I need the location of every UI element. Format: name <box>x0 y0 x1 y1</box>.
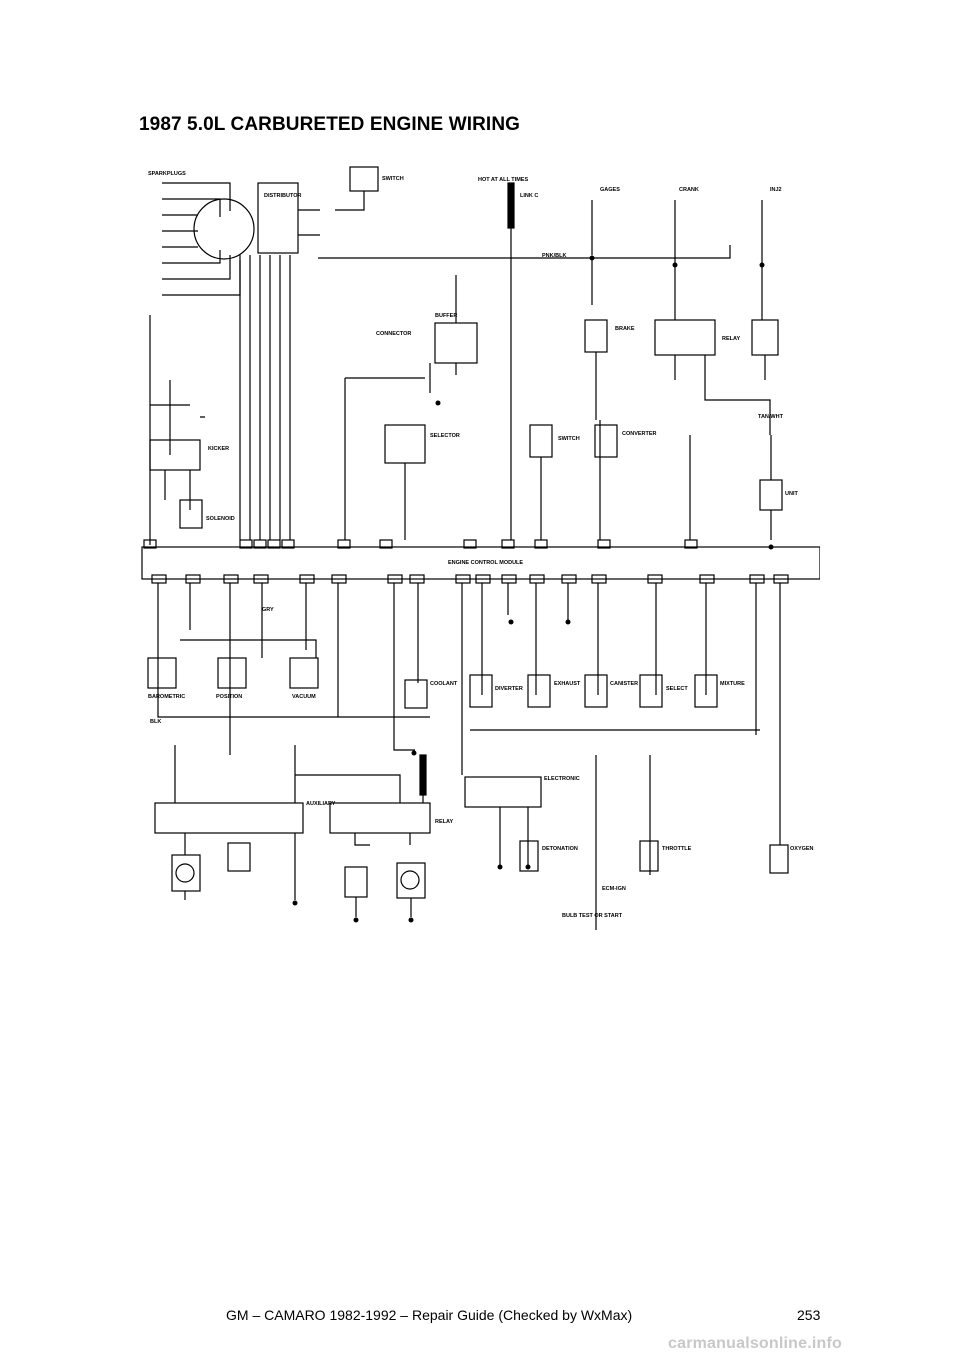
label-hot-at-all-times-1: HOT AT ALL TIMES <box>478 177 528 183</box>
page-number: 253 <box>797 1307 821 1323</box>
label-throttle-kicker-top: KICKER <box>208 446 229 452</box>
wire-gry: GRY <box>262 607 274 613</box>
label-est-distributor: DISTRIBUTOR <box>264 193 302 199</box>
label-converter: CONVERTER <box>622 431 657 437</box>
label-throttle-kicker-bottom: THROTTLE <box>662 846 692 852</box>
label-fuel-tank-unit: UNIT <box>785 491 798 497</box>
label-air-select: SELECT <box>666 686 688 692</box>
page-title: 1987 5.0L CARBURETED ENGINE WIRING <box>139 114 521 135</box>
label-fusible-link-c: LINK C <box>520 193 538 199</box>
watermark: carmanualsonline.info <box>668 1335 843 1352</box>
label-canister: CANISTER <box>610 681 638 687</box>
label-sparkplugs: SPARKPLUGS <box>148 171 186 177</box>
label-aldl-top: CONNECTOR <box>376 331 411 337</box>
label-top-gear: SWITCH <box>558 436 580 442</box>
label-crank-fuse: CRANK <box>679 187 699 193</box>
label-detonation: DETONATION <box>542 846 578 852</box>
label-fast-idle: SOLENOID <box>206 516 235 522</box>
label-air-diverter: DIVERTER <box>495 686 523 692</box>
label-escm: ELECTRONIC <box>544 776 580 782</box>
label-hot-in-run-bottom: BULB TEST OR START <box>562 913 623 919</box>
label-fuel-pump-relay: RELAY <box>722 336 740 342</box>
label-ecm-ign-bottom: ECM-IGN <box>602 886 626 892</box>
footer-text: GM – CAMARO 1982-1992 – Repair Guide (Ch… <box>226 1307 633 1323</box>
label-ecm: ENGINE CONTROL MODULE <box>448 560 523 566</box>
label-mixture: MIXTURE <box>720 681 745 687</box>
label-vss-buffer: BUFFER <box>435 313 457 319</box>
label-baro: BAROMETRIC <box>148 694 185 700</box>
label-coolant-fan-relay: RELAY <box>435 819 453 825</box>
label-egr: EXHAUST <box>554 681 581 687</box>
label-gear-selector: SELECTOR <box>430 433 460 439</box>
label-vacuum: VACUUM <box>292 694 316 700</box>
wire-tan-wht: TAN/WHT <box>758 414 784 420</box>
label-oxygen: OXYGEN <box>790 846 814 852</box>
label-brake-switch: BRAKE <box>615 326 635 332</box>
label-ignition-switch: SWITCH <box>382 176 404 182</box>
wiring-diagram: SPARKPLUGS DISTRIBUTOR SWITCH HOT AT ALL… <box>141 166 820 930</box>
label-aux-relay: AUXILIARY <box>306 801 336 807</box>
label-coolant-temp: COOLANT <box>430 681 458 687</box>
label-tps: POSITION <box>216 694 242 700</box>
label-gages-fuse: GAGES <box>600 187 620 193</box>
wire-pnk-blk: PNK/BLK <box>542 253 566 259</box>
wire-blk: BLK <box>150 719 161 725</box>
label-inj2-fuse: INJ2 <box>770 187 782 193</box>
